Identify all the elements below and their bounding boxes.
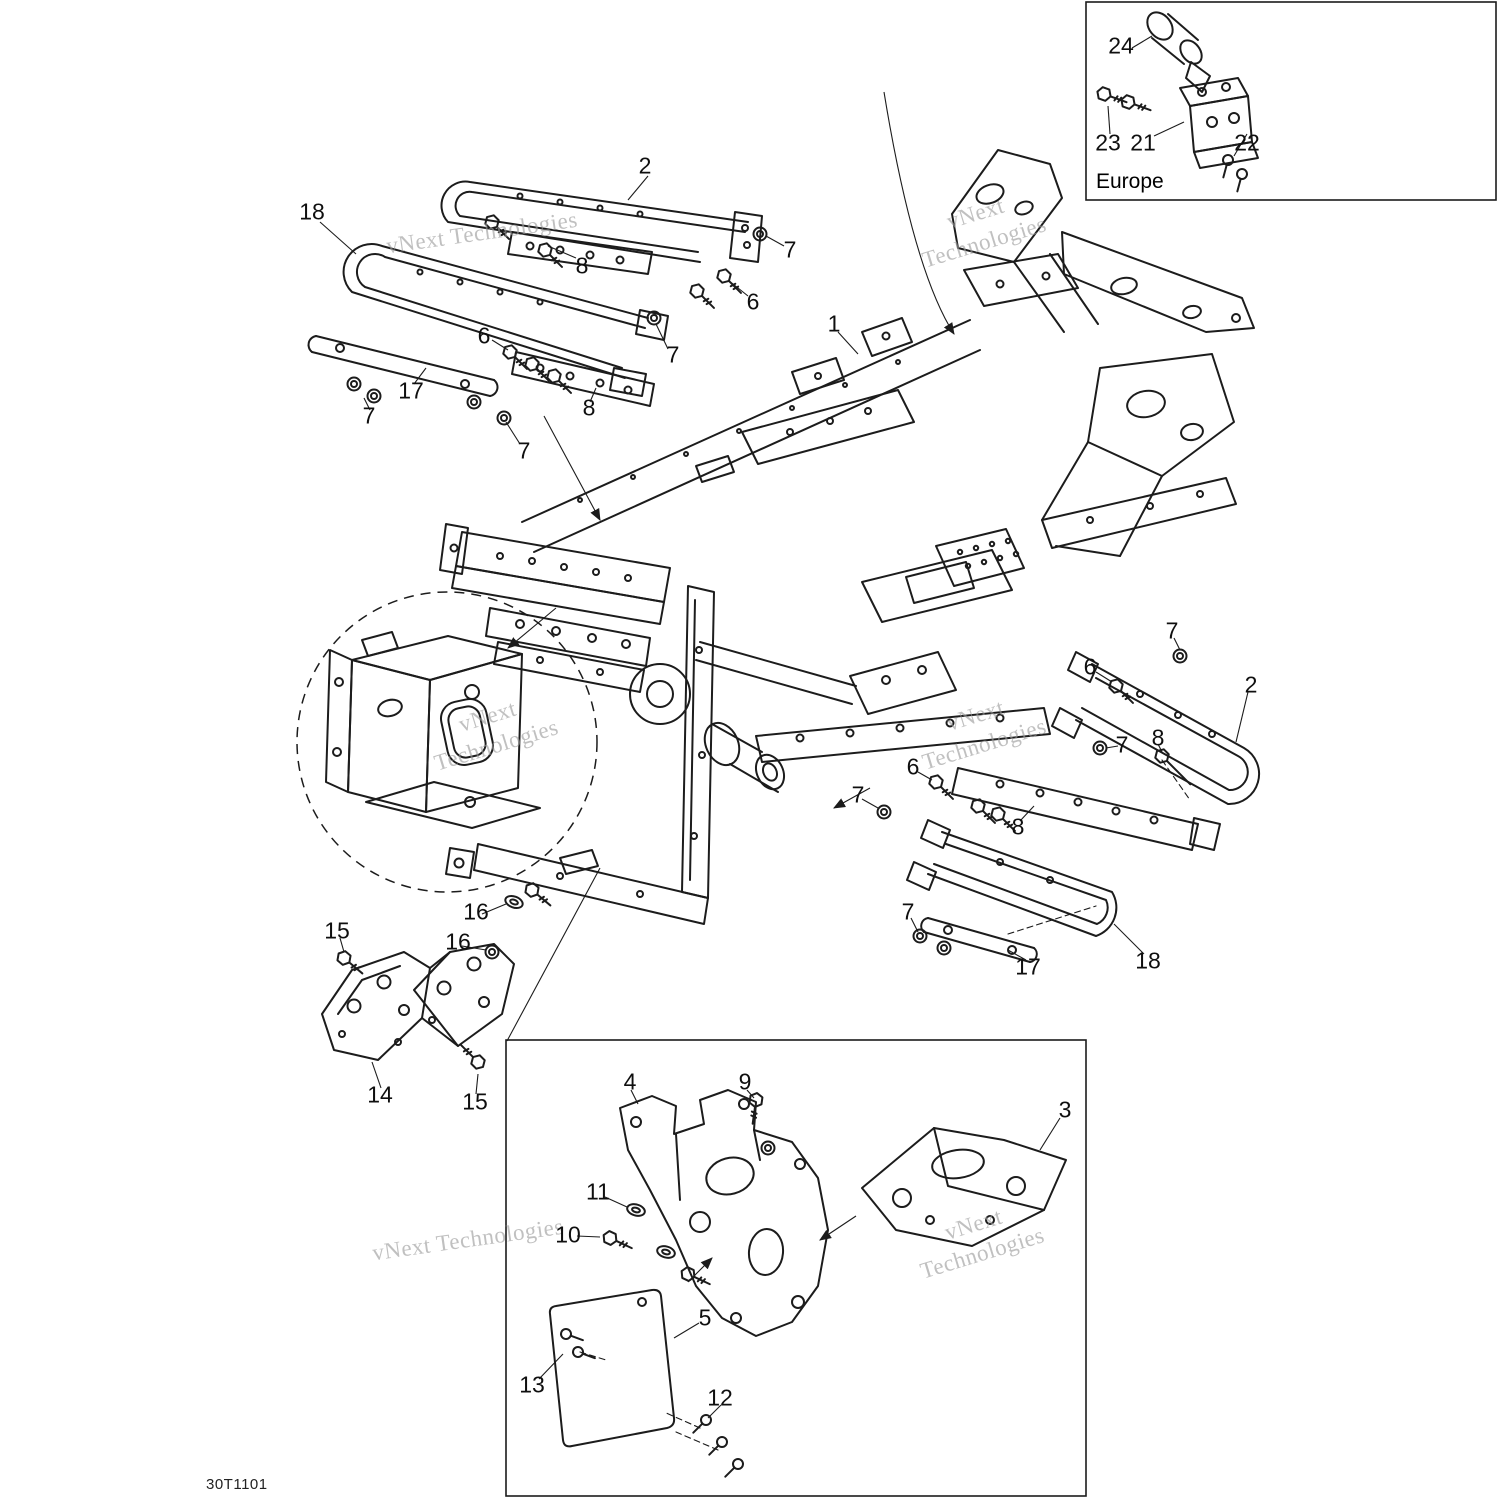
screw-icon <box>1217 152 1236 180</box>
arrow-lines <box>507 91 955 1283</box>
callout-10: 10 <box>555 1221 581 1248</box>
callout-7: 7 <box>666 341 680 368</box>
callout-7: 7 <box>362 402 376 429</box>
callout-2: 2 <box>1244 671 1258 698</box>
callout-11: 11 <box>586 1178 610 1205</box>
callout-6: 6 <box>1083 653 1097 680</box>
callout-1: 1 <box>827 310 841 337</box>
part-code: 30T1101 <box>206 1476 268 1493</box>
callout-6: 6 <box>906 753 920 780</box>
nut-icon <box>876 804 892 820</box>
bolt-icon <box>534 239 568 273</box>
callout-5: 5 <box>698 1304 712 1331</box>
nut-icon <box>1172 648 1188 664</box>
screw-icon <box>704 1433 731 1460</box>
footrest-detail-group <box>548 1089 1067 1482</box>
callout-18: 18 <box>1135 947 1161 974</box>
europe-inset-box <box>1085 1 1497 201</box>
detail-circle-group <box>296 591 598 893</box>
screw-icon <box>558 1326 586 1346</box>
nut-icon <box>466 394 482 410</box>
callout-12: 12 <box>707 1384 733 1411</box>
callout-8: 8 <box>575 252 589 279</box>
callout-6: 6 <box>477 322 491 349</box>
nut-icon <box>366 388 382 404</box>
washer-icon <box>502 892 526 912</box>
nut-icon <box>760 1140 776 1156</box>
callout-7: 7 <box>1165 617 1179 644</box>
callout-21: 21 <box>1130 129 1156 156</box>
callout-9: 9 <box>738 1068 752 1095</box>
callout-4: 4 <box>623 1068 637 1095</box>
nut-icon <box>1092 740 1108 756</box>
callout-8: 8 <box>582 394 596 421</box>
bolt-icon <box>455 1039 489 1073</box>
callout-13: 13 <box>519 1371 545 1398</box>
europe-inset-parts <box>1094 11 1259 194</box>
callout-7: 7 <box>517 437 531 464</box>
callout-2: 2 <box>638 152 652 179</box>
bottom-inset-box <box>505 1039 1087 1497</box>
europe-inset-label: Europe <box>1096 170 1164 193</box>
callout-23: 23 <box>1095 129 1121 156</box>
engine-bracket-group <box>321 879 556 1073</box>
nut-icon <box>496 410 512 426</box>
callout-17: 17 <box>1015 953 1041 980</box>
nut-icon <box>912 928 928 944</box>
nut-icon <box>484 944 500 960</box>
callout-16: 16 <box>445 928 471 955</box>
callout-3: 3 <box>1058 1096 1072 1123</box>
callout-6: 6 <box>746 288 760 315</box>
nut-icon <box>936 940 952 956</box>
screw-icon <box>720 1455 747 1482</box>
callout-7: 7 <box>851 781 865 808</box>
callout-7: 7 <box>783 236 797 263</box>
bolt-icon <box>600 1228 636 1255</box>
washer-icon <box>624 1201 648 1219</box>
nut-icon <box>346 376 362 392</box>
callout-16: 16 <box>463 898 489 925</box>
rear-rack-right-group <box>876 648 1261 963</box>
callout-22: 22 <box>1234 129 1260 156</box>
callout-8: 8 <box>1011 813 1025 840</box>
callout-7: 7 <box>1115 731 1129 758</box>
callout-8: 8 <box>1151 724 1165 751</box>
screw-icon <box>570 1344 598 1364</box>
bolt-icon <box>1118 92 1154 117</box>
screw-icon <box>1231 166 1250 194</box>
callout-18: 18 <box>299 198 325 225</box>
callout-14: 14 <box>367 1081 393 1108</box>
callout-17: 17 <box>398 377 424 404</box>
main-frame-group <box>439 149 1255 925</box>
leader-lines <box>319 35 1249 1419</box>
washer-icon <box>654 1243 678 1261</box>
bolt-icon <box>686 280 720 314</box>
callout-24: 24 <box>1108 32 1134 59</box>
callout-7: 7 <box>901 898 915 925</box>
callout-15: 15 <box>324 917 350 944</box>
callout-15: 15 <box>462 1088 488 1115</box>
